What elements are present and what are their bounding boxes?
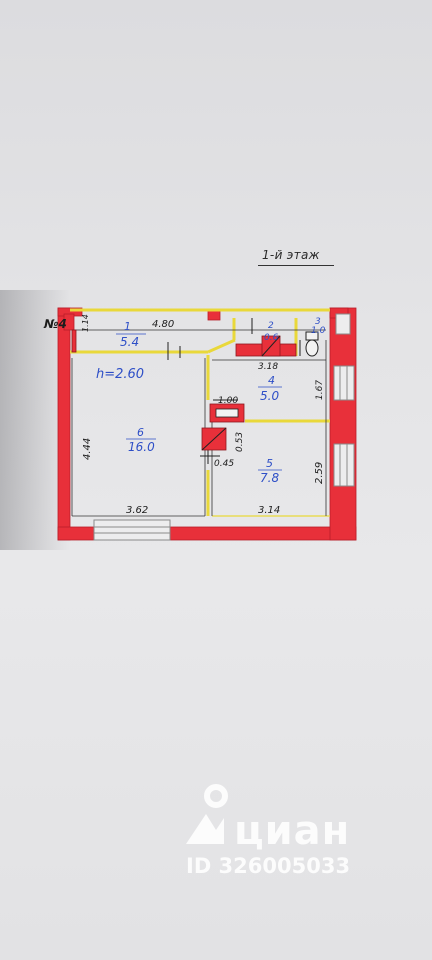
room-1-number: 1 xyxy=(124,320,131,333)
dim-corner-depth: 1.14 xyxy=(81,314,90,332)
room-5-area: 7.8 xyxy=(260,471,279,485)
window-right-upper xyxy=(333,365,355,401)
apartment-number: №4 xyxy=(43,317,67,331)
room-3-number: 3 xyxy=(315,317,321,327)
room-6-number: 6 xyxy=(137,426,144,439)
floor-title: 1-й этаж xyxy=(262,248,320,262)
watermark-name: циан xyxy=(234,808,351,854)
cian-logo-icon xyxy=(186,784,228,844)
dim-vent-depth: 0.53 xyxy=(235,432,245,452)
dim-top-width: 4.80 xyxy=(152,319,174,330)
room-2-number: 2 xyxy=(268,321,274,331)
room-5-number: 5 xyxy=(266,457,273,470)
watermark-id: ID 326005033 xyxy=(186,854,351,878)
toilet-icon xyxy=(305,331,319,357)
door-marks xyxy=(167,318,301,464)
room-4-area: 5.0 xyxy=(260,389,279,403)
dim-vent-width: 0.45 xyxy=(214,459,234,469)
wall-right xyxy=(329,307,357,541)
room-1-area: 5.4 xyxy=(120,335,139,349)
windows xyxy=(93,313,355,541)
dim-bath-width: 3.18 xyxy=(258,362,278,372)
floor-title-underline xyxy=(258,265,334,266)
dim-room6-width: 3.62 xyxy=(126,505,148,516)
block-corner xyxy=(71,329,77,353)
dim-room5-depth: 2.59 xyxy=(314,462,325,484)
wall-corner-block xyxy=(63,313,75,331)
room-4-number: 4 xyxy=(268,374,275,387)
dim-hall-depth: 1.67 xyxy=(315,380,325,400)
ceiling-height: h=2.60 xyxy=(96,367,144,382)
wall-left xyxy=(57,307,71,541)
window-bottom xyxy=(93,519,171,541)
inner-lines xyxy=(71,329,327,517)
service-blocks xyxy=(71,329,297,451)
dim-hall-width: 1.00 xyxy=(218,396,238,406)
room-6-area: 16.0 xyxy=(128,440,155,454)
window-right-top xyxy=(335,313,351,335)
room-3-area: 1.0 xyxy=(311,326,326,336)
room-2-area: 0.6 xyxy=(264,333,279,343)
dim-room6-depth: 4.44 xyxy=(82,438,93,460)
dim-room5-width: 3.14 xyxy=(258,505,280,516)
window-right-lower xyxy=(333,443,355,487)
